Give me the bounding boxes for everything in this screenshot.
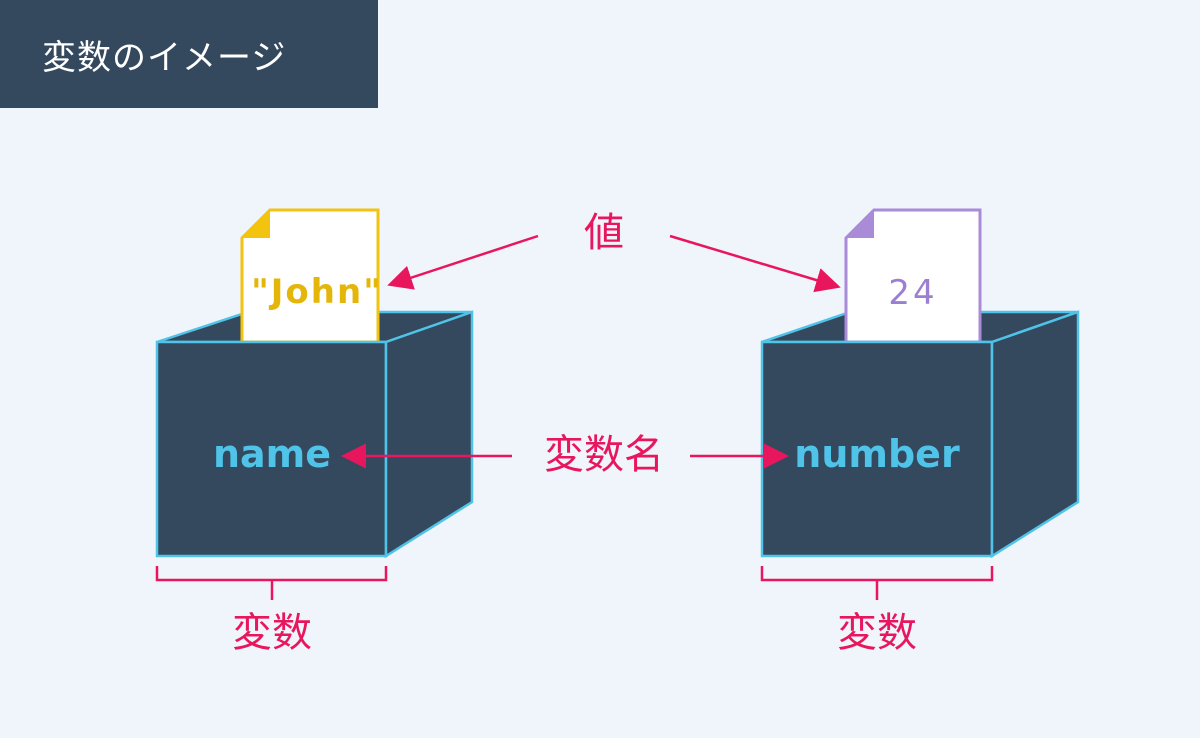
box-right-side-face — [990, 310, 1080, 559]
arrow-value-left — [387, 234, 539, 290]
value-text-right: 24 — [888, 273, 937, 313]
page-title: 変数のイメージ — [42, 37, 287, 78]
box-left-side-face — [384, 310, 474, 559]
label-variable-name: 変数名 — [544, 432, 664, 478]
variable-box-left: "John" name — [155, 208, 474, 559]
caption-variable-left: 変数 — [232, 610, 312, 656]
value-document-left: "John" — [240, 208, 383, 344]
value-document-right: 24 — [844, 208, 982, 344]
arrow-value-right — [669, 234, 841, 293]
variable-name-left: name — [213, 432, 331, 476]
title-banner: 変数のイメージ — [0, 0, 378, 108]
bracket-right — [760, 566, 994, 600]
box-right-front-face — [760, 340, 994, 558]
variable-name-right: number — [794, 432, 960, 476]
variable-box-right: 24 number — [760, 208, 1080, 559]
bracket-left — [155, 566, 388, 600]
label-value: 値 — [584, 210, 624, 256]
value-text-left: "John" — [251, 272, 383, 312]
caption-variable-right: 変数 — [837, 610, 917, 656]
